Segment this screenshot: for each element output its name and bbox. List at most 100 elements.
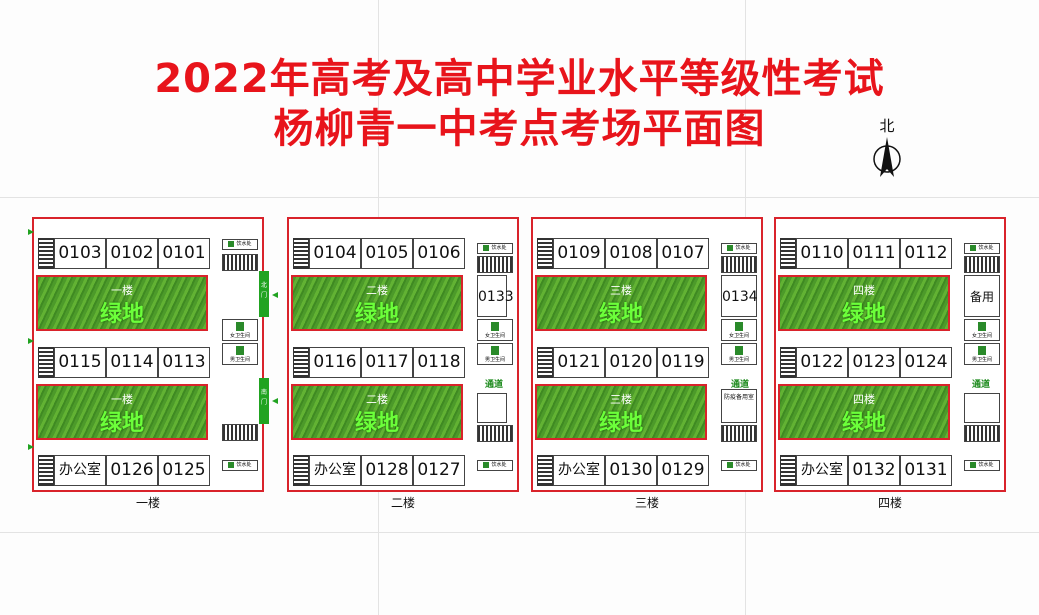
water-fountain: 饮水处 (222, 460, 258, 471)
compass-icon (873, 137, 901, 177)
water-icon (970, 244, 977, 251)
female-restroom-label: 女卫生间 (229, 333, 250, 339)
room-0103: 0103 (54, 238, 106, 269)
restroom-icon (978, 346, 986, 355)
restroom-icon (236, 322, 244, 331)
stair (477, 425, 513, 442)
green-floor-label: 一楼 (111, 284, 133, 297)
water-icon (228, 461, 235, 468)
male-restroom: 男卫生间 (964, 343, 1000, 365)
entrance-arrow-icon (272, 398, 278, 404)
stair (38, 347, 54, 378)
green-label: 绿地 (99, 302, 144, 327)
stair (964, 256, 1000, 273)
office: 办公室 (553, 455, 605, 486)
spare-cell (477, 393, 507, 423)
spare-room: 备用 (964, 275, 1000, 317)
water-fountain: 饮水处 (721, 243, 757, 254)
female-restroom-label: 女卫生间 (484, 333, 505, 339)
fountain-label: 饮水处 (491, 462, 507, 468)
green-label: 绿地 (354, 411, 399, 436)
green-area: 一楼 绿地 (36, 275, 208, 331)
stair (780, 238, 796, 269)
entrance-arrow-icon (28, 444, 34, 450)
green-floor-label: 四楼 (853, 284, 875, 297)
room-0107: 0107 (657, 238, 709, 269)
room-0119: 0119 (657, 347, 709, 378)
stair (222, 424, 258, 441)
room-0116: 0116 (309, 347, 361, 378)
male-restroom-label: 男卫生间 (971, 357, 992, 363)
fountain-label: 饮水处 (735, 462, 751, 468)
office: 办公室 (309, 455, 361, 486)
entrance-arrow-icon (28, 229, 34, 235)
north-compass: 北 (866, 115, 908, 185)
stair (477, 256, 513, 273)
entrance-arrow-icon (28, 338, 34, 344)
green-area: 三楼 绿地 (535, 275, 707, 331)
stair (293, 347, 309, 378)
corridor-label: 通道 (972, 380, 991, 390)
page-title: 2022年高考及高中学业水平等级性考试 (154, 56, 885, 102)
room-0118: 0118 (413, 347, 465, 378)
stair (964, 425, 1000, 442)
office: 办公室 (796, 455, 848, 486)
south-gate: 南门 (259, 378, 269, 424)
room-0112: 0112 (900, 238, 952, 269)
water-icon (727, 244, 734, 251)
floor-4-plan: 0110 0111 0112 四楼 绿地 0122 0123 0124 四楼 绿… (774, 217, 1006, 492)
floor-3-label: 三楼 (634, 496, 659, 510)
female-restroom: 女卫生间 (222, 319, 258, 341)
stair (721, 256, 757, 273)
floor-2-label: 二楼 (390, 496, 415, 510)
water-fountain: 饮水处 (964, 243, 1000, 254)
water-fountain: 饮水处 (721, 460, 757, 471)
floor-2-plan: 0104 0105 0106 二楼 绿地 0116 0117 0118 二楼 绿… (287, 217, 519, 492)
stair (780, 455, 796, 486)
stair (721, 425, 757, 442)
green-area: 四楼 绿地 (778, 275, 950, 331)
water-fountain: 饮水处 (477, 460, 513, 471)
floor-4-label: 四楼 (877, 496, 902, 510)
floor-1-plan: 0103 0102 0101 一楼 绿地 0115 0114 0113 一楼 绿… (32, 217, 264, 492)
water-fountain: 饮水处 (222, 239, 258, 250)
stair (537, 455, 553, 486)
green-label: 绿地 (598, 302, 643, 327)
male-restroom-label: 男卫生间 (728, 357, 749, 363)
room-0114: 0114 (106, 347, 158, 378)
epidemic-room-label: 防疫备用室 (723, 394, 754, 401)
green-label: 绿地 (841, 302, 886, 327)
epidemic-room: 防疫备用室 (721, 389, 757, 423)
restroom-icon (978, 322, 986, 331)
stair (38, 455, 54, 486)
stair (537, 347, 553, 378)
restroom-icon (491, 346, 499, 355)
stair (537, 238, 553, 269)
female-restroom-label: 女卫生间 (971, 333, 992, 339)
room-0113: 0113 (158, 347, 210, 378)
fountain-label: 饮水处 (735, 245, 751, 251)
room-0124: 0124 (900, 347, 952, 378)
room-0122: 0122 (796, 347, 848, 378)
fountain-label: 饮水处 (236, 241, 252, 247)
room-0125: 0125 (158, 455, 210, 486)
corridor-label: 通道 (731, 380, 750, 390)
room-0134: 0134 (721, 275, 758, 317)
room-0133: 0133 (477, 275, 514, 317)
restroom-icon (735, 346, 743, 355)
room-0108: 0108 (605, 238, 657, 269)
water-icon (228, 240, 235, 247)
room-0105: 0105 (361, 238, 413, 269)
green-label: 绿地 (841, 411, 886, 436)
stair (222, 254, 258, 271)
room-0121: 0121 (553, 347, 605, 378)
room-0120: 0120 (605, 347, 657, 378)
water-icon (970, 461, 977, 468)
male-restroom: 男卫生间 (721, 343, 757, 365)
green-floor-label: 三楼 (610, 284, 632, 297)
floor-1-label: 一楼 (135, 496, 160, 510)
water-icon (483, 461, 490, 468)
room-0111: 0111 (848, 238, 900, 269)
room-0110: 0110 (796, 238, 848, 269)
water-fountain: 饮水处 (477, 243, 513, 254)
